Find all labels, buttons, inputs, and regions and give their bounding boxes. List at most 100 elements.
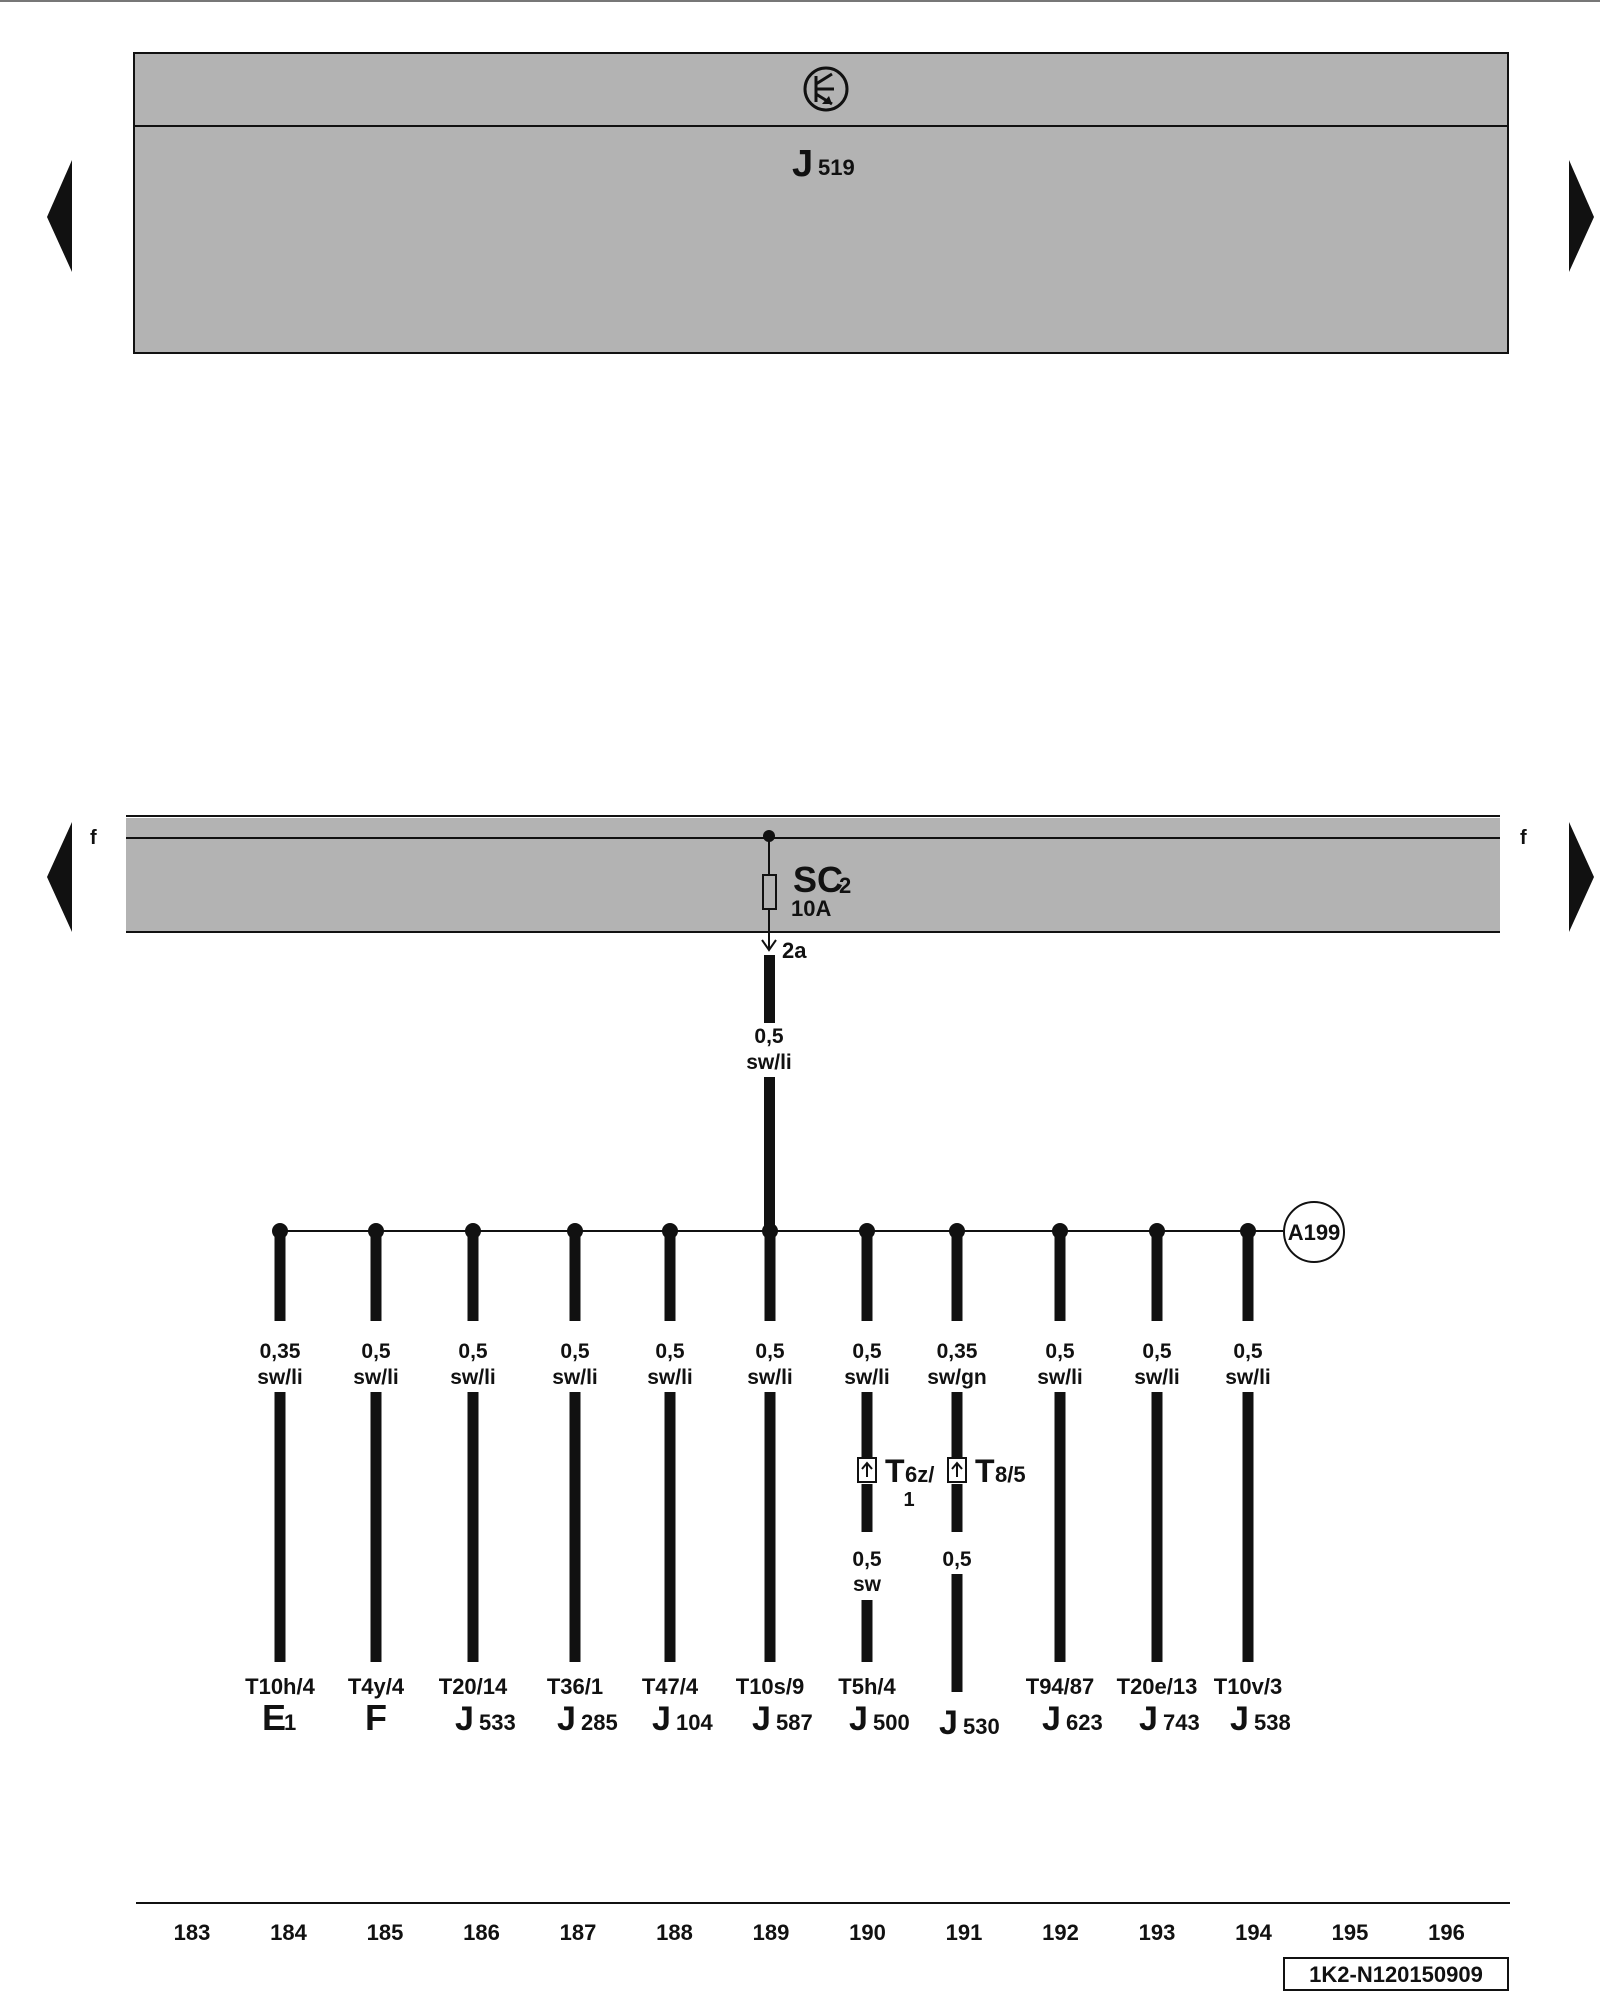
component-number: 104 (676, 1710, 713, 1735)
wire-segment (1151, 1231, 1163, 1321)
lower-wire-color: sw (853, 1573, 882, 1596)
prev-page-arrow-icon[interactable] (47, 160, 72, 272)
fuse-pin-label: 2a (782, 938, 807, 963)
wire-color: sw/li (647, 1366, 693, 1389)
track-number: 192 (1042, 1920, 1079, 1945)
component-number: 538 (1254, 1710, 1291, 1735)
component-code: J (1139, 1700, 1158, 1738)
next-page-arrow-icon[interactable] (1569, 822, 1594, 932)
terminal-pin: T36/1 (547, 1674, 603, 1699)
wire-size: 0,5 (852, 1340, 882, 1363)
connector-arrow-icon (761, 939, 777, 952)
track-number: 185 (367, 1920, 404, 1945)
connector-pin-extra: 1 (903, 1489, 914, 1511)
terminal-pin: T10h/4 (245, 1674, 315, 1699)
terminal-pin: T10s/9 (736, 1674, 805, 1699)
component-code: J (752, 1700, 771, 1738)
ground-reference-label: A199 (1288, 1220, 1341, 1245)
main-feed-wire: 0,5 sw/li (746, 955, 792, 1231)
control-unit-number: 519 (818, 155, 855, 180)
terminal-pin: T10v/3 (1214, 1674, 1283, 1699)
connector-code: T (885, 1453, 905, 1489)
wire-segment (274, 1231, 286, 1321)
doc-id-box: 1K2-N120150909 (1283, 1957, 1509, 1991)
lower-wire-size: 0,5 (852, 1548, 882, 1571)
terminal-pin: T20/14 (439, 1674, 508, 1699)
component-code: J (652, 1700, 671, 1738)
wire-color: sw/li (257, 1366, 303, 1389)
track-number: 186 (463, 1920, 500, 1945)
transistor-icon (803, 66, 849, 112)
fuse-number: 2 (839, 873, 851, 898)
terminal-pin: T20e/13 (1117, 1674, 1198, 1699)
track-number: 193 (1139, 1920, 1176, 1945)
track-number: 194 (1235, 1920, 1272, 1945)
wire-size: 0,5 (1142, 1340, 1172, 1363)
fuse-rating: 10A (791, 896, 831, 921)
wire-color: sw/li (552, 1366, 598, 1389)
terminal-pin: T5h/4 (838, 1674, 896, 1699)
component-number: 1 (284, 1710, 296, 1735)
track-number: 188 (656, 1920, 693, 1945)
connector-code: T (975, 1453, 995, 1489)
track-number: 187 (560, 1920, 597, 1945)
wire-segment (951, 1392, 963, 1458)
main-wire-color: sw/li (746, 1051, 792, 1074)
wire-segment (467, 1231, 479, 1321)
track-number: 195 (1332, 1920, 1369, 1945)
lower-wire-size: 0,5 (942, 1548, 972, 1571)
component-code: J (557, 1700, 576, 1738)
terminal-pin: T4y/4 (348, 1674, 405, 1699)
prev-page-arrow-icon[interactable] (47, 822, 72, 932)
wire-segment (1242, 1231, 1254, 1321)
terminal-pin: T94/87 (1026, 1674, 1095, 1699)
component-number: 743 (1163, 1710, 1200, 1735)
wire-size: 0,35 (937, 1340, 978, 1363)
wire-segment (1151, 1392, 1163, 1662)
terminal-pin: T47/4 (642, 1674, 699, 1699)
wire-segment (274, 1392, 286, 1662)
wire-size: 0,35 (260, 1340, 301, 1363)
wire-size: 0,5 (655, 1340, 685, 1363)
wire-segment (370, 1231, 382, 1321)
control-unit-code: J (792, 143, 813, 185)
wire-size: 0,5 (1233, 1340, 1263, 1363)
wire-segment (370, 1392, 382, 1662)
wire-segment (1054, 1231, 1066, 1321)
fuse-sc2: SC 2 10A 2a (761, 830, 851, 963)
ground-reference: A199 (1283, 1201, 1345, 1263)
connector-icon (947, 1457, 967, 1483)
wire-size: 0,5 (755, 1340, 785, 1363)
wire-segment (569, 1231, 581, 1321)
wire-segment (764, 1392, 776, 1662)
control-unit-band-top: J 519 (133, 52, 1509, 354)
connector-pin: 8/5 (995, 1462, 1026, 1487)
wire-color: sw/li (353, 1366, 399, 1389)
wire-size: 0,5 (458, 1340, 488, 1363)
component-number: 285 (581, 1710, 618, 1735)
component-number: 587 (776, 1710, 813, 1735)
component-number: 500 (873, 1710, 910, 1735)
connector-icon (857, 1457, 877, 1483)
component-number: 533 (479, 1710, 516, 1735)
wire-segment (951, 1231, 963, 1321)
wire-size: 0,5 (1045, 1340, 1075, 1363)
next-page-arrow-icon[interactable] (1569, 160, 1594, 272)
wire-segment (664, 1231, 676, 1321)
wire-segment (467, 1392, 479, 1662)
wire-size: 0,5 (361, 1340, 391, 1363)
track-number: 184 (270, 1920, 307, 1945)
wire-segment (951, 1574, 963, 1692)
component-code: J (1042, 1700, 1061, 1738)
wire-segment (861, 1600, 873, 1662)
fuse-code: SC (793, 859, 843, 900)
